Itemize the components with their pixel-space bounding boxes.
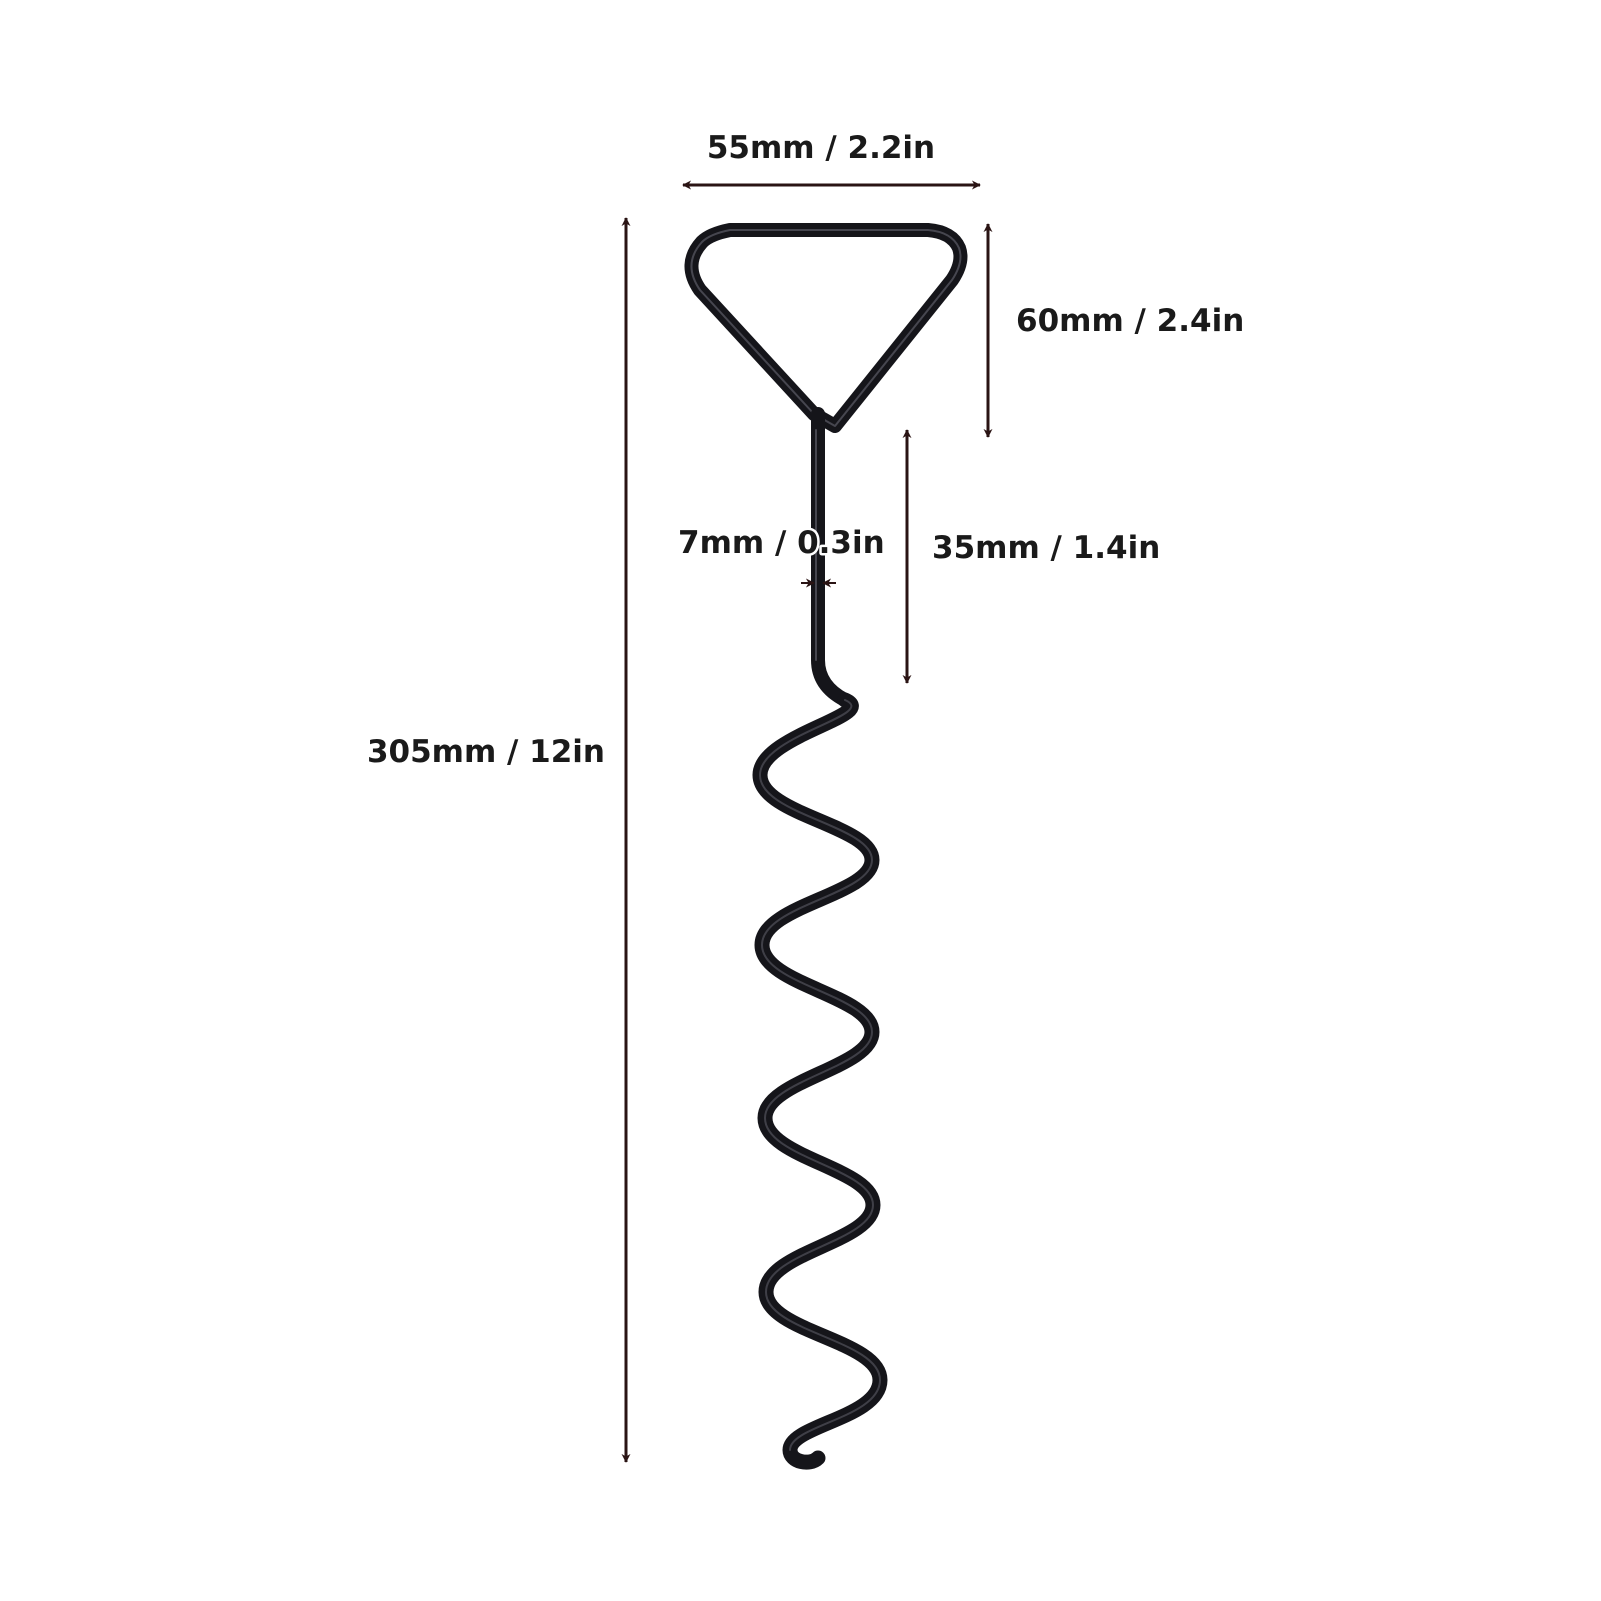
handle-height-dimension: 60mm / 2.4in — [983, 223, 1244, 438]
shaft-length-label: 35mm / 1.4in — [932, 530, 1160, 566]
tie-out-stake — [684, 223, 968, 1470]
width-dimension: 55mm / 2.2in — [682, 130, 981, 190]
handle-height-label: 60mm / 2.4in — [1016, 303, 1244, 339]
wire-diameter-label: 7mm / 0.3in — [678, 525, 885, 561]
wire-diameter-dimension: 7mm / 0.3in — [676, 523, 887, 588]
width-label: 55mm / 2.2in — [707, 130, 935, 166]
spiral-coil — [752, 692, 888, 1470]
shaft-length-dimension: 35mm / 1.4in — [902, 429, 1160, 684]
total-length-dimension: 305mm / 12in — [367, 217, 631, 1463]
triangle-handle — [684, 223, 968, 433]
total-length-label: 305mm / 12in — [367, 734, 605, 770]
